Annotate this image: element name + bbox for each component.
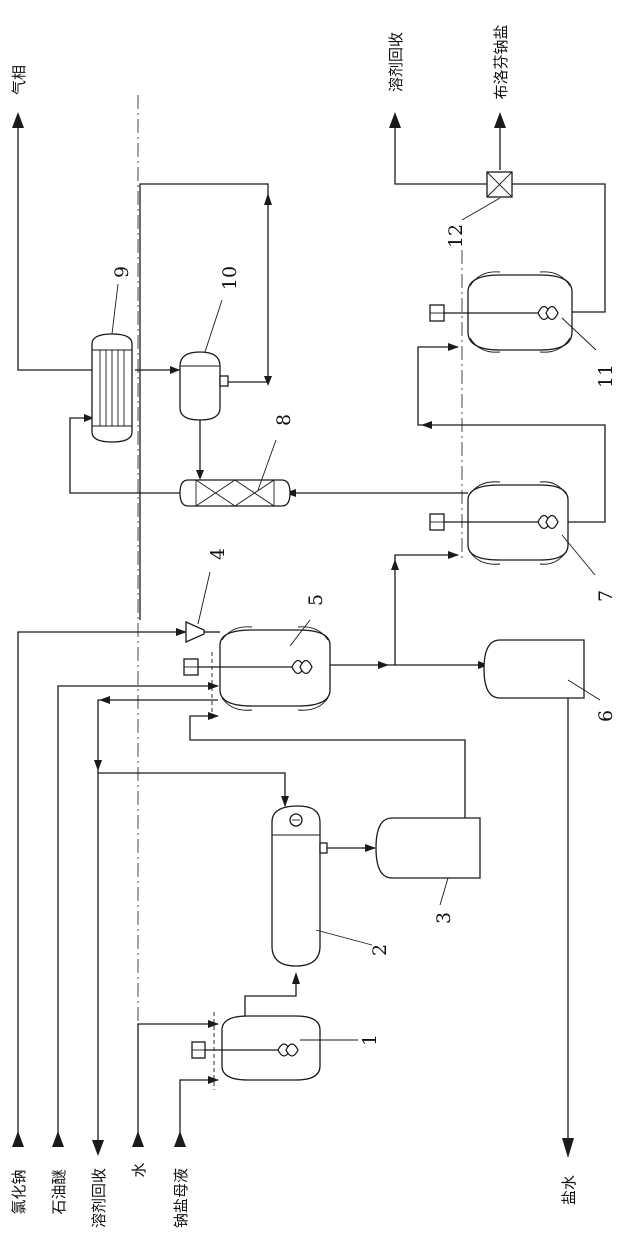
leader-12 [462,198,500,220]
line-3-to-5 [190,716,465,818]
label-solvent-recovery-top: 溶剂回收 [387,32,405,92]
arrow-to-evaporator [281,796,289,807]
arrow-water [132,1131,144,1147]
arrow-pe-into-5 [208,682,219,690]
exchanger-8 [180,480,290,506]
arrow-sr-a [99,696,110,704]
label-gas-phase: 气相 [10,65,28,95]
evaporator-2 [272,806,327,966]
label-7: 7 [595,590,617,602]
label-5: 5 [305,594,327,606]
arrow-gas-phase [12,112,24,128]
arrow-1-to-2 [292,972,300,984]
label-12: 12 [445,224,467,248]
arrow-water-into-1 [208,1020,219,1028]
tank-3 [376,818,480,878]
receiver-10 [180,352,228,420]
label-solvent-recovery-bottom: 溶剂回收 [90,1168,108,1228]
label-11: 11 [595,364,617,388]
label-10: 10 [219,266,241,290]
tank-6 [484,640,584,698]
arrow-ml-into-1 [208,1076,219,1084]
line-sodium-chloride [18,632,186,1140]
arrow-7-to-11-b [448,343,459,351]
gas-phase-line [18,128,100,370]
leader-10 [205,300,222,352]
line-to-evaporator [98,773,285,806]
label-8: 8 [273,414,295,426]
arrow-loop-10-a [264,376,272,386]
arrow-mother-liquor [174,1131,186,1147]
label-sodium-chloride: 氯化钠 [10,1169,28,1214]
arrow-brine [562,1138,574,1158]
label-6: 6 [595,710,617,722]
arrow-5-to-6-a [378,661,389,669]
stirred-tank-5 [184,627,330,722]
leader-7 [562,535,595,575]
arrow-petroleum-ether [52,1131,64,1147]
arrow-7-to-11-a [421,421,432,429]
label-product: 布洛芬钠盐 [492,24,510,99]
arrow-solvent-recovery-bottom [92,1140,104,1156]
funnel-4 [186,622,220,642]
leader-9 [112,284,118,334]
arrow-10-to-8 [196,470,204,480]
label-petroleum-ether: 石油醚 [50,1169,68,1214]
line-5-to-7 [330,555,458,665]
line-mother-liquor [180,1080,218,1140]
label-3: 3 [433,912,455,924]
label-4: 4 [207,548,229,560]
line-solvent-recovery-bottom [98,700,218,1140]
leader-3 [440,878,448,905]
label-water: 水 [130,1162,148,1177]
label-brine: 盐水 [560,1175,578,1205]
arrow-2-to-3 [365,844,376,852]
arrow-9-to-10 [170,366,180,374]
line-water [138,1024,218,1140]
label-1: 1 [359,1034,381,1046]
line-solvent-recovery-top [395,128,487,184]
stirred-tank-7 [430,482,568,565]
arrow-5-to-7-a [391,559,399,570]
arrow-product [494,112,506,128]
arrow-sodium-chloride [12,1131,24,1147]
leader-2 [316,930,372,945]
arrow-solvent-recovery-top [389,112,401,128]
condenser-9 [92,334,132,442]
arrow-5-to-7-b [448,551,459,559]
arrow-3-to-5 [208,712,219,720]
label-2: 2 [369,944,391,956]
arrow-loop-10-b [264,193,272,205]
stirred-tank-11 [430,272,572,352]
line-1-to-2 [245,975,296,1018]
filter-12 [487,172,512,197]
leader-4 [198,572,210,624]
label-mother-liquor: 钠盐母液 [172,1168,190,1228]
label-9: 9 [111,266,133,278]
arrow-sr-b [94,760,102,771]
